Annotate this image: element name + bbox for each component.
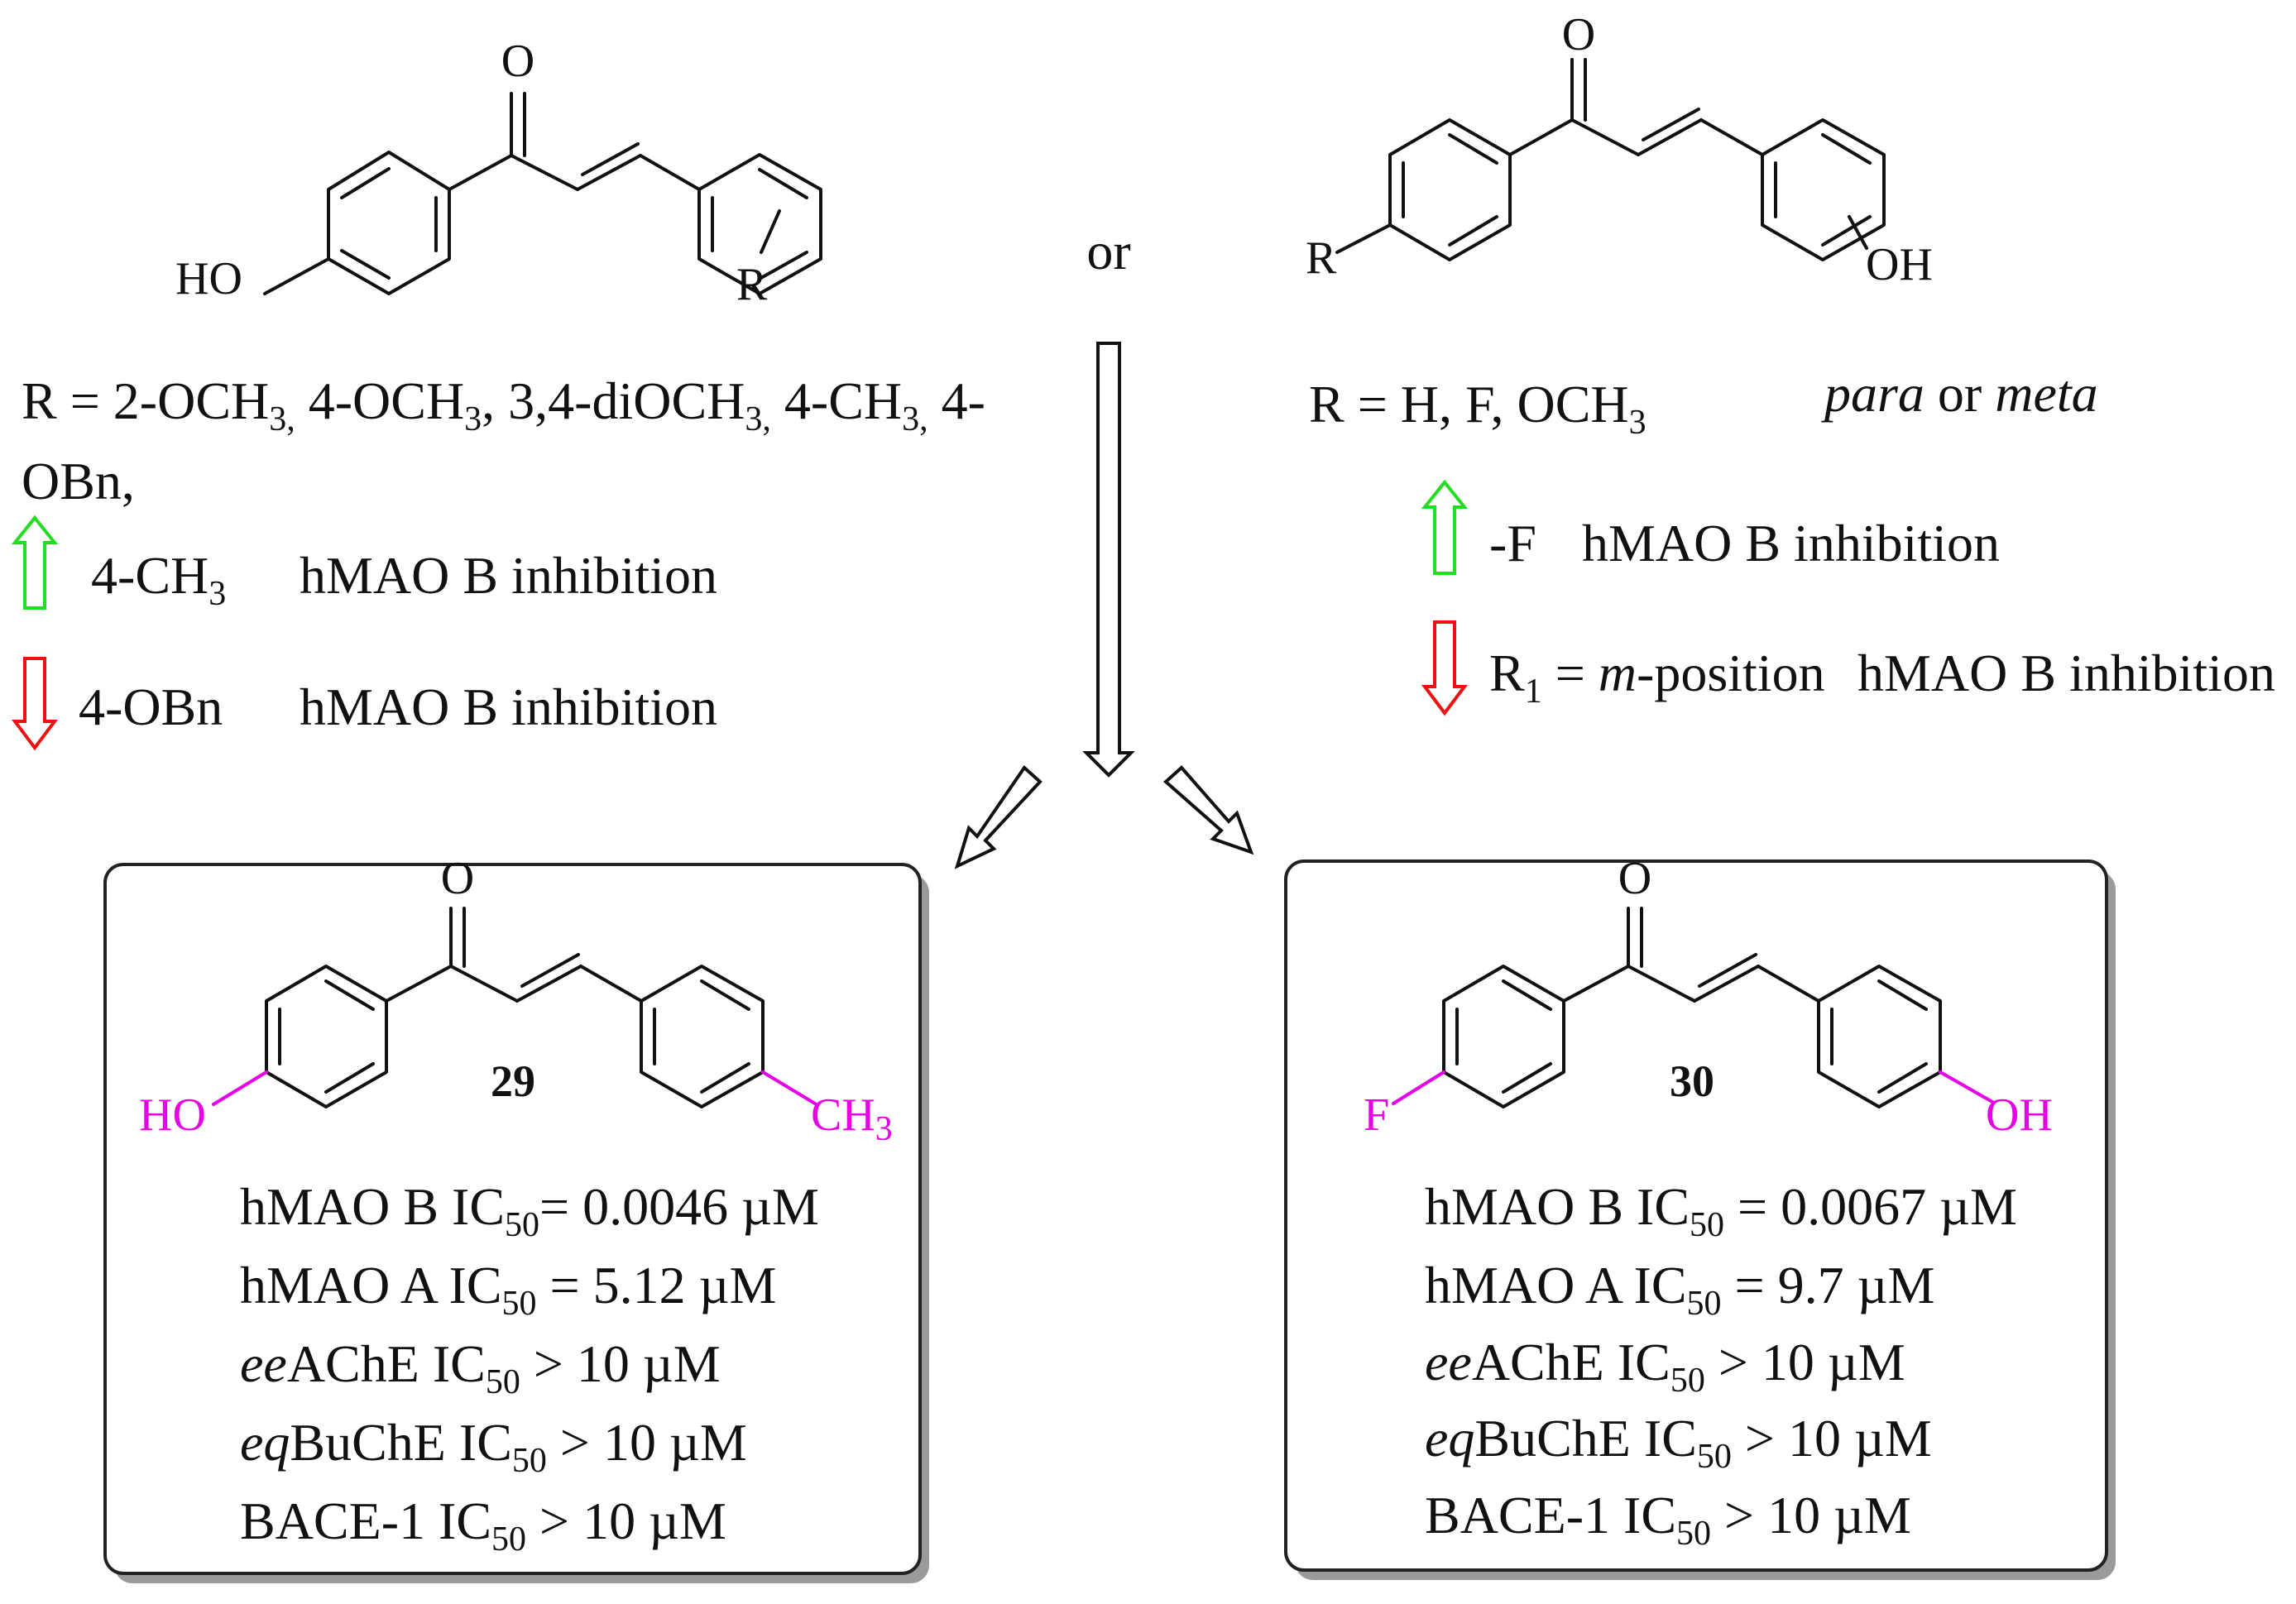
down-arrow-icon [1421, 620, 1468, 716]
top-right-increase-activity: hMAO B inhibition [1582, 514, 2000, 572]
top-left-decrease-group: 4-OBn [79, 678, 223, 736]
top-left-chalcone-structure: O HO R [175, 36, 822, 310]
top-right-r-group: R [1306, 232, 1337, 284]
top-right-increase-group: -F [1489, 514, 1536, 572]
top-right-position: para or meta [1821, 364, 2098, 423]
top-right-chalcone-structure: O R OH [1306, 9, 1933, 290]
compound-30-assay: BACE-1 IC50 > 10 µM [1425, 1486, 1911, 1553]
compound-29-assay: eqBuChE IC50 > 10 µM [240, 1413, 747, 1480]
compound-29-oxygen: O [441, 853, 474, 904]
top-left-decrease-activity: hMAO B inhibition [300, 678, 717, 736]
up-arrow-icon [1421, 479, 1469, 575]
up-arrow-icon [11, 515, 59, 610]
top-left-hydroxyl: HO [175, 253, 242, 304]
compound-30-structure: O 30 F OH [1364, 853, 2053, 1141]
flow-arrow-icon [954, 764, 1043, 869]
top-right-decrease-activity: hMAO B inhibition [1857, 644, 2275, 702]
compound-30-assay-list: hMAO B IC50 = 0.0067 µM hMAO A IC50 = 9.… [1425, 1177, 2017, 1553]
compound-29-hydroxyl: HO [139, 1089, 206, 1141]
or-label: or [1086, 222, 1130, 280]
top-left-oxygen: O [501, 36, 534, 87]
flow-arrow-icon [1082, 342, 1135, 778]
top-left-r-definition: R = 2-OCH3, 4-OCH3, 3,4-diOCH3, 4-CH3, 4… [22, 371, 985, 438]
top-right-decrease-group: R1 = m-position [1489, 644, 1825, 711]
top-right-hydroxyl: OH [1866, 239, 1933, 290]
top-left-r-definition-cont: OBn, [22, 452, 135, 510]
compound-29-assay: eeAChE IC50 > 10 µM [240, 1334, 721, 1401]
compound-30-fluoro: F [1364, 1089, 1389, 1141]
compound-29-assay: hMAO B IC50= 0.0046 µM [240, 1177, 819, 1244]
compound-29-methyl: CH3 [811, 1089, 893, 1148]
top-right-oxygen: O [1562, 9, 1595, 60]
compound-29-assay: BACE-1 IC50 > 10 µM [240, 1491, 726, 1559]
compound-29-structure: O 29 HO CH3 [139, 853, 893, 1148]
compound-29-assay-list: hMAO B IC50= 0.0046 µM hMAO A IC50 = 5.1… [240, 1177, 819, 1559]
compound-30-number: 30 [1670, 1056, 1714, 1106]
compound-30-assay: eeAChE IC50 > 10 µM [1425, 1333, 1905, 1400]
top-right-r-definition: R = H, F, OCH3 [1309, 375, 1647, 442]
compound-30-oxygen: O [1618, 853, 1651, 904]
compound-30-card [1284, 859, 2116, 1580]
compound-29-number: 29 [491, 1056, 535, 1106]
down-arrow-icon [12, 657, 58, 751]
compound-30-assay: eqBuChE IC50 > 10 µM [1425, 1409, 1932, 1476]
compound-30-assay: hMAO A IC50 = 9.7 µM [1425, 1256, 1934, 1323]
compound-30-assay: hMAO B IC50 = 0.0067 µM [1425, 1177, 2017, 1244]
compound-29-card [103, 863, 929, 1583]
flow-arrow-icon [1162, 765, 1254, 855]
top-left-increase-activity: hMAO B inhibition [300, 546, 717, 605]
top-left-increase-group: 4-CH3 [91, 546, 226, 613]
top-left-r-group: R [736, 259, 768, 310]
compound-29-assay: hMAO A IC50 = 5.12 µM [240, 1256, 776, 1323]
compound-30-hydroxyl: OH [1986, 1089, 2053, 1141]
